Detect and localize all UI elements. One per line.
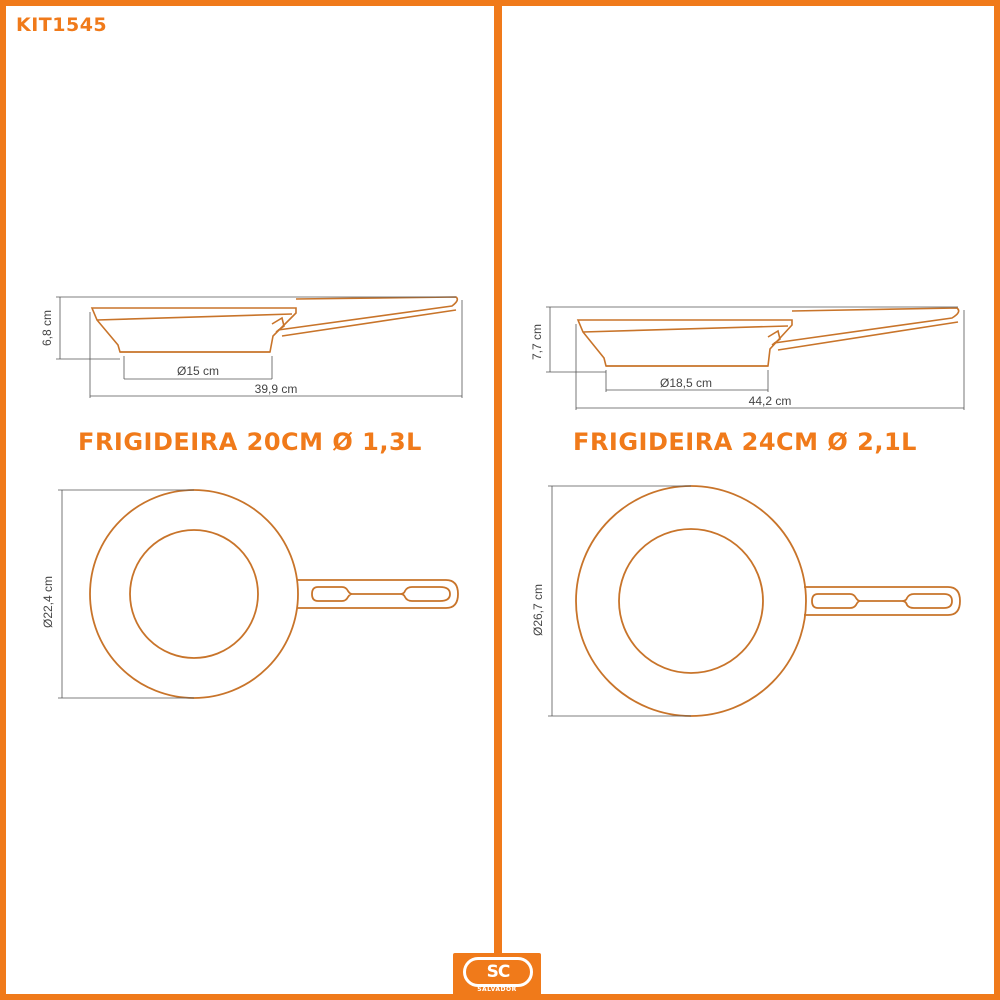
brand-logo: SC SALVADOR xyxy=(453,953,541,996)
pan2-base-label: Ø18,5 cm xyxy=(660,376,712,390)
pan1-side-dimensions xyxy=(56,296,463,398)
pan2-side-view xyxy=(576,307,960,367)
logo-letters: SC xyxy=(486,962,511,982)
pan1-side-view xyxy=(90,296,459,353)
kit-code: KIT1545 xyxy=(16,14,108,36)
pan2-side-dimensions xyxy=(546,306,965,410)
logo-subtitle: SALVADOR xyxy=(477,986,517,993)
pan2-top-view xyxy=(575,485,961,717)
pan2-length-label: 44,2 cm xyxy=(749,394,792,408)
pan1-length-label: 39,9 cm xyxy=(255,382,298,396)
pan1-diameter-label: Ø22,4 cm xyxy=(41,576,55,628)
pan2-height-label: 7,7 cm xyxy=(530,324,544,360)
logo-badge: SC xyxy=(463,957,533,987)
pan1-top-view xyxy=(89,489,459,699)
pan1-top-dimensions xyxy=(58,489,194,699)
pan2-top-dimensions xyxy=(548,485,691,717)
pan1-title: FRIGIDEIRA 20CM Ø 1,3L xyxy=(78,428,422,456)
pan2-diameter-label: Ø26,7 cm xyxy=(531,584,545,636)
pan1-base-label: Ø15 cm xyxy=(177,364,219,378)
pan2-title: FRIGIDEIRA 24CM Ø 2,1L xyxy=(573,428,917,456)
pan1-height-label: 6,8 cm xyxy=(40,310,54,346)
